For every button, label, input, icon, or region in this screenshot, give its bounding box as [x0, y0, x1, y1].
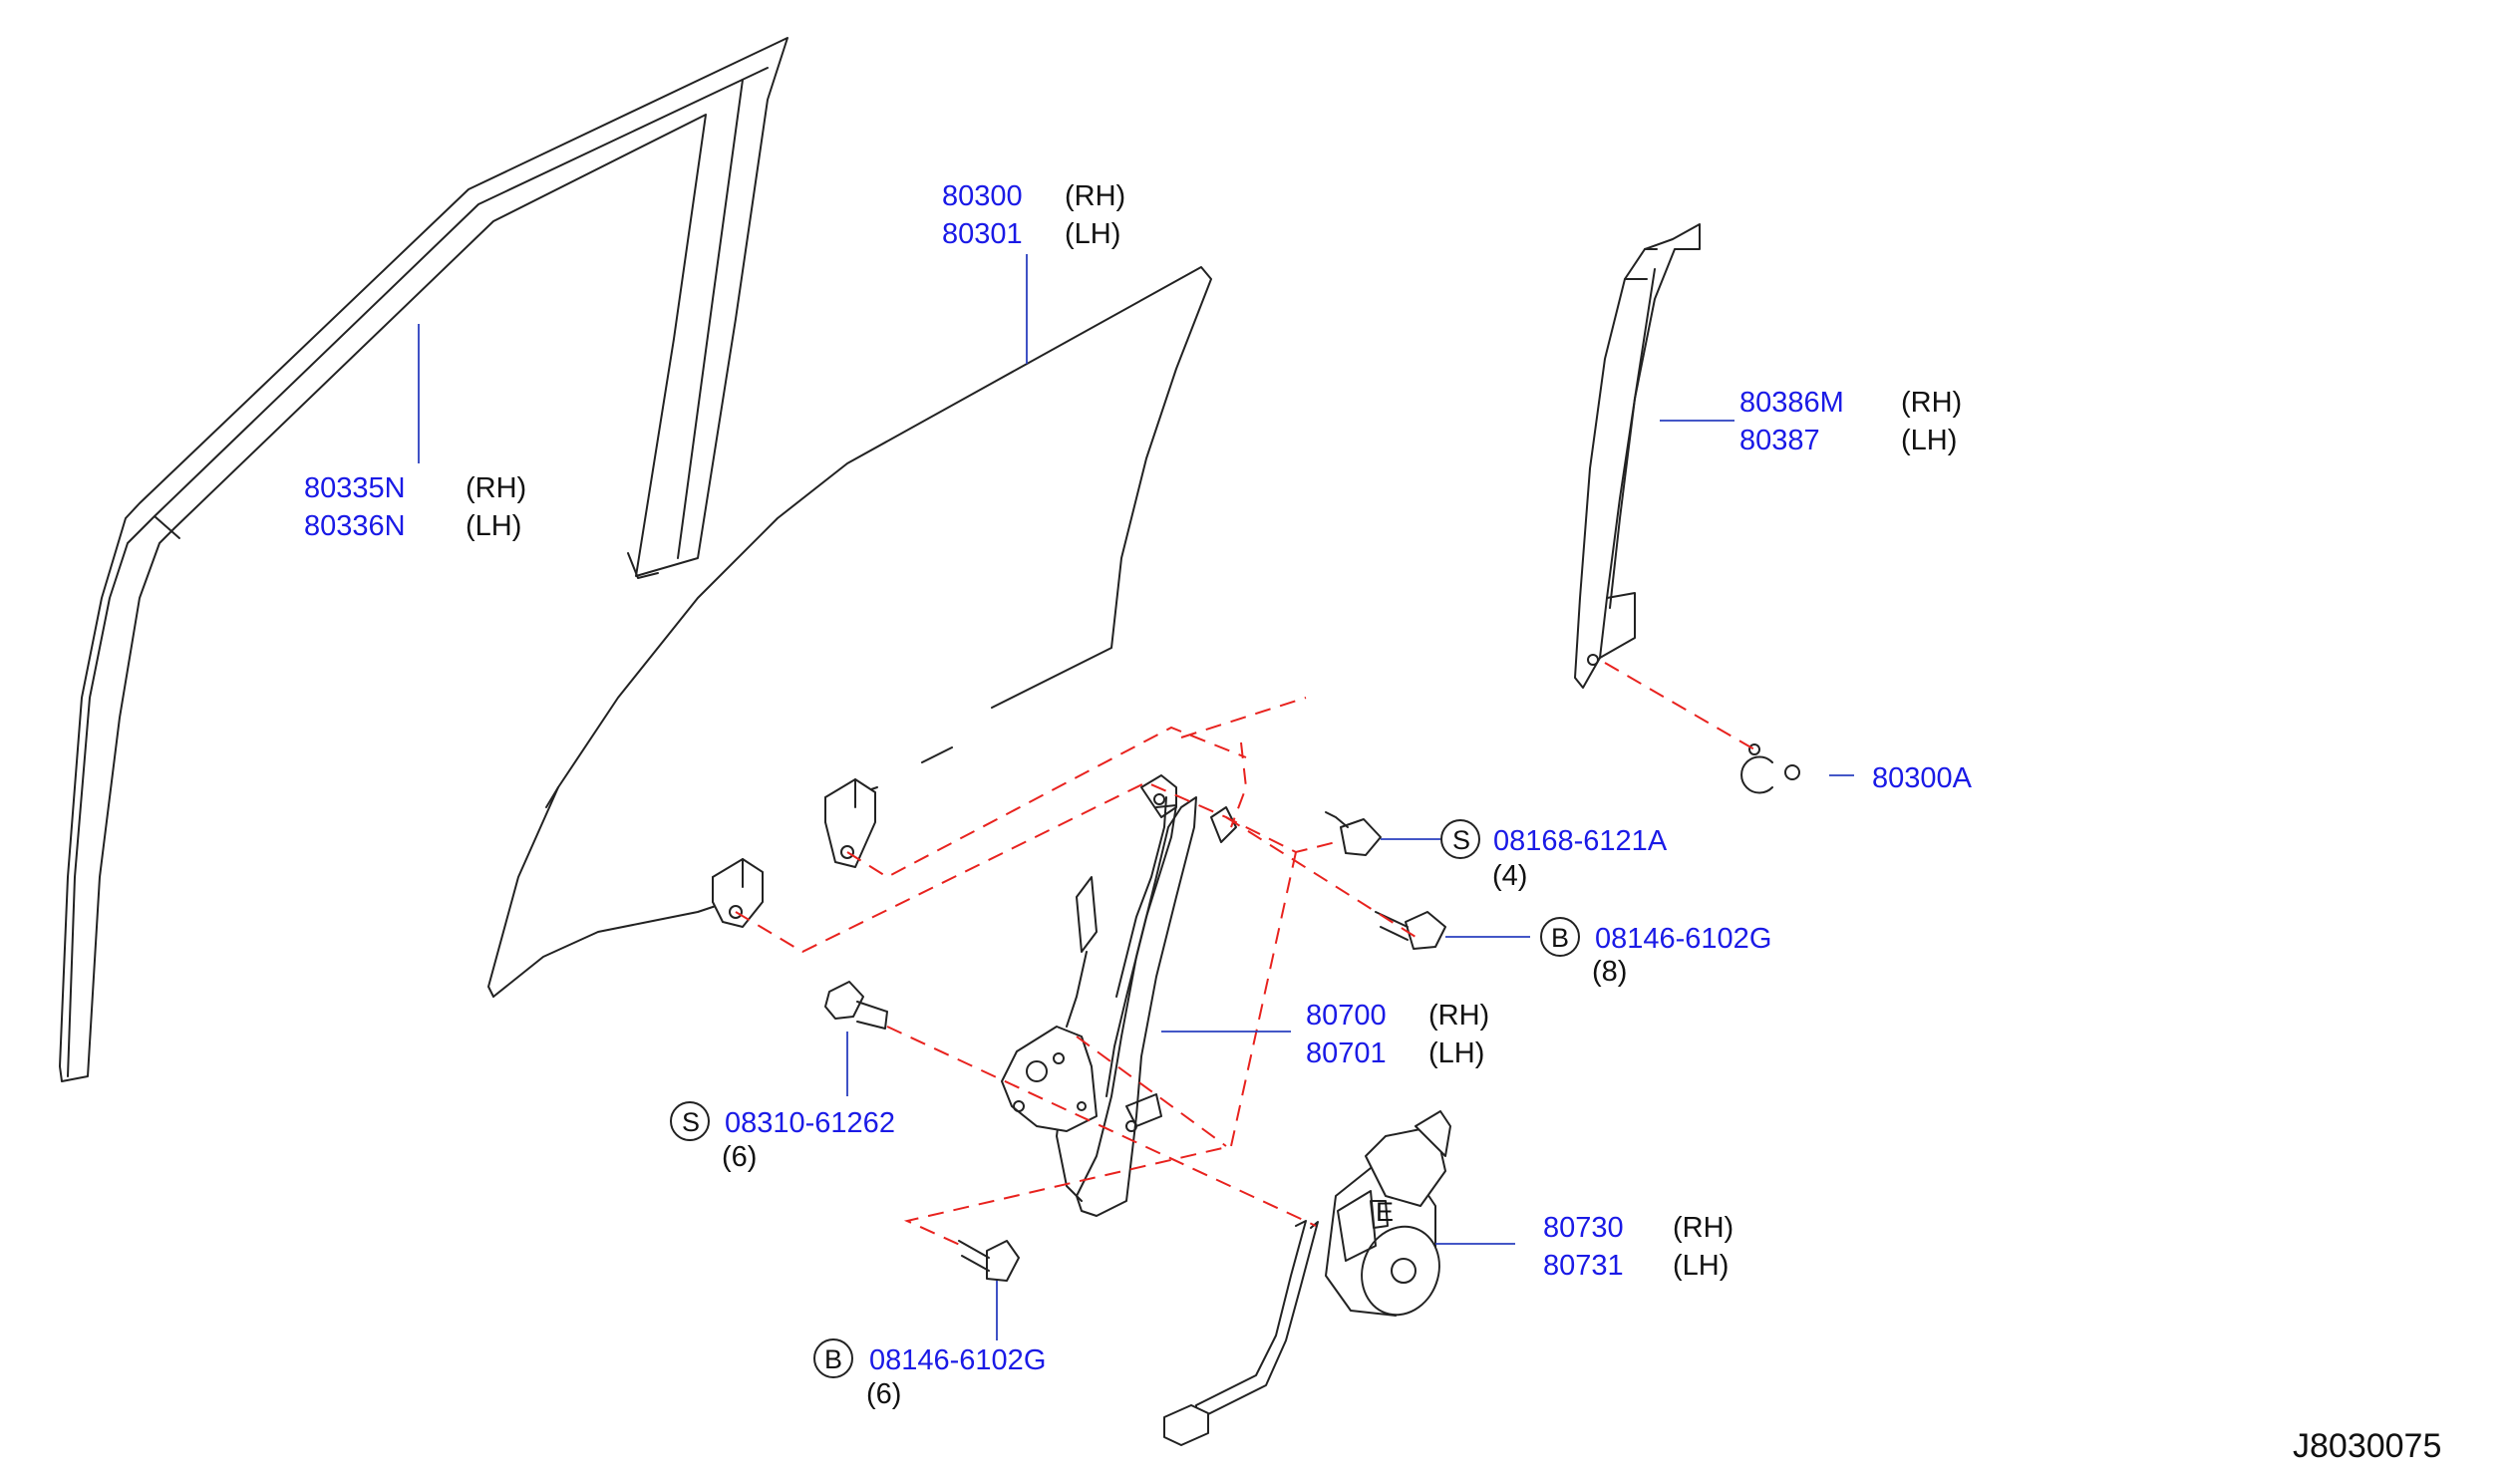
- side-rh: (RH): [466, 472, 526, 504]
- quantity: (6): [866, 1378, 901, 1410]
- side-rh: (RH): [1065, 180, 1125, 212]
- side-lh: (LH): [1065, 218, 1120, 250]
- part-number-80700[interactable]: 80700: [1306, 1000, 1387, 1032]
- door-glass: [487, 266, 1212, 998]
- side-rh: (RH): [1673, 1212, 1733, 1244]
- symbol-circle: [1540, 917, 1580, 957]
- part-number-80336n[interactable]: 80336N: [304, 510, 406, 542]
- symbol-letter: B: [1551, 923, 1569, 953]
- bolt-08310-61262: [824, 981, 888, 1030]
- clip-80300a: [1740, 743, 1800, 794]
- symbol-letter: S: [682, 1107, 700, 1137]
- glass-bracket-right: [824, 778, 876, 868]
- part-number-80731[interactable]: 80731: [1543, 1250, 1624, 1282]
- glass-run-channel: [59, 37, 788, 1082]
- part-number-80730[interactable]: 80730: [1543, 1212, 1624, 1244]
- symbol-circle: [813, 1338, 853, 1378]
- symbol-letter: B: [824, 1344, 842, 1374]
- part-number-80300[interactable]: 80300: [942, 180, 1023, 212]
- symbol-letter: S: [1452, 825, 1470, 855]
- part-number-08168-6121a[interactable]: 08168-6121A: [1493, 825, 1668, 857]
- symbol-circle: [1440, 819, 1480, 859]
- side-lh: (LH): [1673, 1250, 1729, 1282]
- window-motor: E: [1163, 1110, 1451, 1446]
- assembly-lines: [735, 662, 1755, 1247]
- window-regulator: [1001, 774, 1237, 1217]
- bolt-08168-6121a: [1325, 811, 1382, 856]
- symbol-circle: [670, 1101, 710, 1141]
- part-number-80300a[interactable]: 80300A: [1872, 762, 1973, 794]
- part-number-80301[interactable]: 80301: [942, 218, 1023, 250]
- part-number-80387[interactable]: 80387: [1739, 425, 1820, 456]
- diagram-id: J8030075: [2293, 1427, 2441, 1465]
- part-number-08146-6102g[interactable]: 08146-6102G: [1595, 923, 1771, 955]
- quantity: (4): [1492, 860, 1527, 892]
- part-number-80701[interactable]: 80701: [1306, 1037, 1387, 1069]
- side-lh: (LH): [1428, 1037, 1484, 1069]
- part-number-08146-6102g[interactable]: 08146-6102G: [869, 1344, 1046, 1376]
- side-rh: (RH): [1901, 387, 1962, 419]
- bolt-08146-6102g-lower: [958, 1240, 1020, 1282]
- part-number-80386m[interactable]: 80386M: [1739, 387, 1844, 419]
- side-lh: (LH): [1901, 425, 1957, 456]
- leader-lines: [418, 254, 1854, 1340]
- part-number-08310-61262[interactable]: 08310-61262: [725, 1107, 895, 1139]
- svg-text:E: E: [1376, 1197, 1394, 1227]
- quantity: (8): [1592, 956, 1627, 988]
- part-number-80335n[interactable]: 80335N: [304, 472, 406, 504]
- side-rh: (RH): [1428, 1000, 1489, 1032]
- rear-sash: [1574, 223, 1701, 689]
- glass-bracket-left: [712, 858, 764, 928]
- side-lh: (LH): [466, 510, 521, 542]
- quantity: (6): [722, 1141, 757, 1173]
